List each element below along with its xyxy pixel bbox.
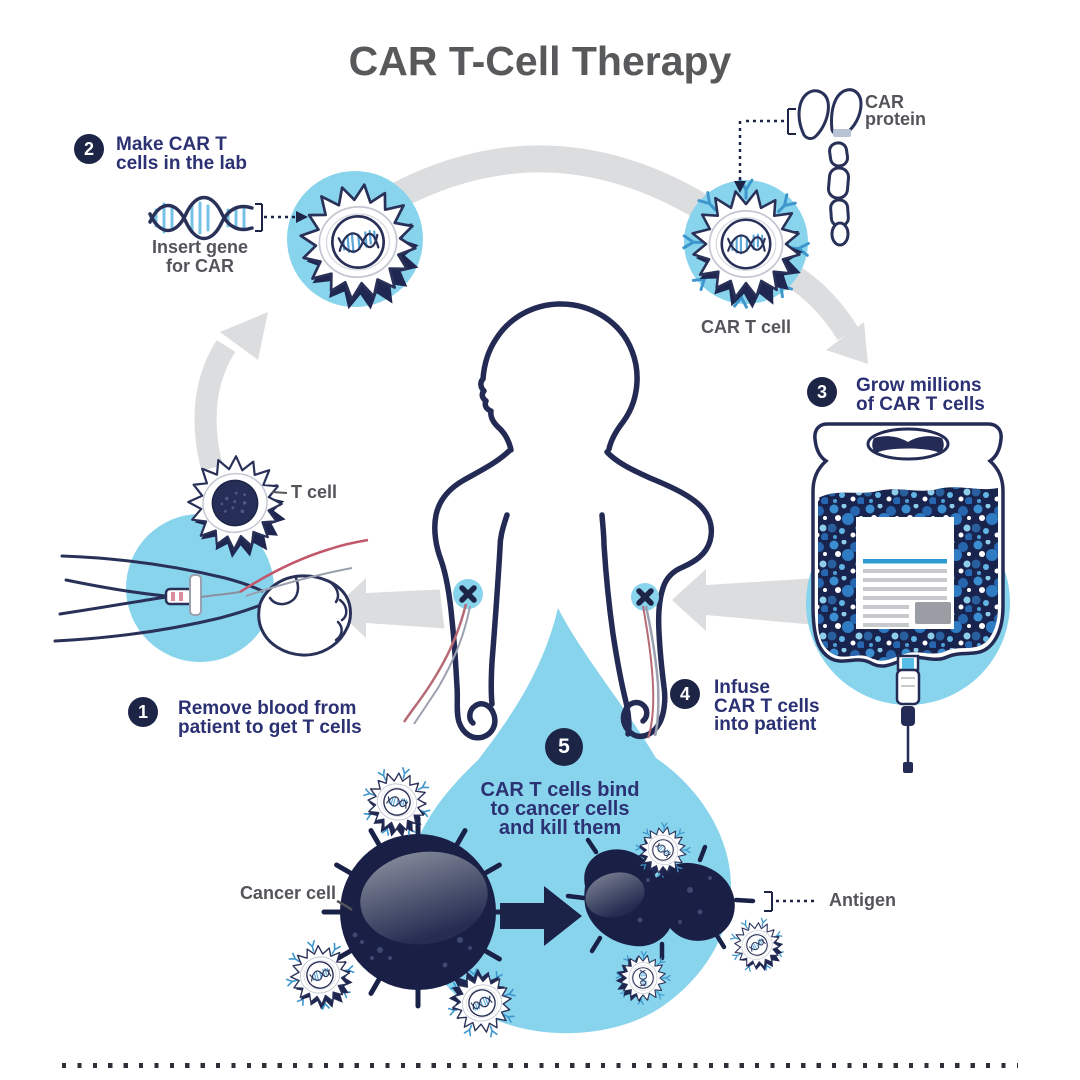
car-protein-illustration: [797, 88, 863, 247]
bag-tube-cap: [903, 762, 913, 773]
forearm-bottom-edge: [53, 604, 260, 643]
tube-line-gray: [245, 567, 353, 597]
head-profile: [478, 301, 640, 453]
car-protein-label: CAR protein: [865, 92, 926, 129]
protein-segment-4: [830, 221, 850, 247]
insert-gene-connector: [255, 203, 308, 232]
bag-port-fluid: [902, 658, 914, 669]
iv-tube-left-gray: [413, 605, 471, 725]
step-5-badge: 5: [545, 728, 583, 766]
step-3-badge: 3: [807, 377, 837, 407]
catheter-stripe-2: [179, 592, 183, 601]
up-arrow-head: [220, 312, 268, 360]
step-5-label: CAR T cells bind to cancer cells and kil…: [480, 779, 640, 839]
drip-chamber-marks: [901, 677, 915, 687]
blood-line-red: [239, 538, 369, 594]
fist-knuckles: [268, 576, 348, 642]
page-title: CAR T-Cell Therapy: [348, 38, 732, 84]
blood-draw-arm: [53, 538, 369, 657]
iv-bag-illustration: [811, 422, 1005, 773]
protein-petal-right: [830, 88, 863, 137]
step-3-label: Grow millions of CAR T cells: [856, 375, 985, 415]
iv-tube-left-red: [402, 603, 468, 723]
t-cell-label-tail: [271, 491, 288, 494]
bag-label-text-lines: [863, 569, 947, 627]
left-arm-inner: [488, 512, 510, 707]
up-arrow-tail: [194, 340, 236, 471]
dna-helix-icon: [148, 195, 254, 241]
protein-petal-left: [797, 89, 830, 140]
step-1-label: Remove blood from patient to get T cells: [178, 698, 362, 738]
step-1-badge: 1: [128, 697, 158, 727]
cancer-cell-highlight: [360, 851, 488, 945]
bag-label-blue-line: [863, 559, 947, 564]
step-2-badge: 2: [74, 134, 104, 164]
step-2-label: Make CAR T cells in the lab: [116, 134, 247, 174]
left-arm-outer: [432, 448, 512, 741]
cancer-cell-speckles: [352, 932, 472, 968]
fist: [257, 574, 352, 657]
dying-cell-speckles: [637, 876, 712, 924]
bag-handle: [872, 436, 944, 453]
t-cell-label: T cell: [291, 482, 338, 502]
needle-line: [200, 591, 241, 598]
down-arrow-head: [826, 322, 868, 364]
patient-figure: [432, 301, 715, 741]
dotted-divider: [62, 1063, 1018, 1068]
infusion-sites: [402, 579, 660, 739]
bag-connector: [901, 706, 915, 726]
car-t-cell-label: CAR T cell: [701, 317, 792, 337]
catheter-stripe-1: [171, 592, 175, 601]
right-arm-inner: [599, 512, 632, 737]
bag-label-box: [915, 602, 951, 624]
step-4-badge: 4: [670, 679, 700, 709]
dying-cell-highlight: [585, 872, 645, 918]
insert-gene-label: Insert gene for CAR: [151, 237, 249, 276]
x-mark-left-icon: [459, 585, 477, 603]
protein-segment-1: [828, 141, 850, 168]
arc-arrow-step2-to-cart: [386, 145, 707, 218]
iv-tube-right-red: [642, 605, 655, 739]
catheter-tape: [189, 574, 202, 616]
kill-arrow-icon: [500, 886, 582, 946]
x-mark-right-icon: [636, 588, 654, 606]
iv-tube-right-gray: [644, 605, 660, 737]
protein-band: [833, 129, 851, 137]
protein-segment-2: [826, 166, 851, 200]
cancer-cell-scene: [279, 760, 818, 1047]
left-arrow-to-patient: [672, 569, 838, 631]
cancer-cell-label: Cancer cell: [239, 883, 336, 903]
left-arrow-to-arm: [334, 578, 452, 638]
antigen-label: Antigen: [829, 890, 896, 910]
car-protein-connector: [734, 108, 796, 193]
y-tube-icon: [58, 578, 168, 616]
antigen-connector: [764, 891, 818, 912]
step-4-label: Infuse CAR T cells into patient: [714, 677, 820, 735]
cancer-cell-label-tail: [336, 899, 353, 912]
dying-cell-spikes: [565, 837, 756, 961]
